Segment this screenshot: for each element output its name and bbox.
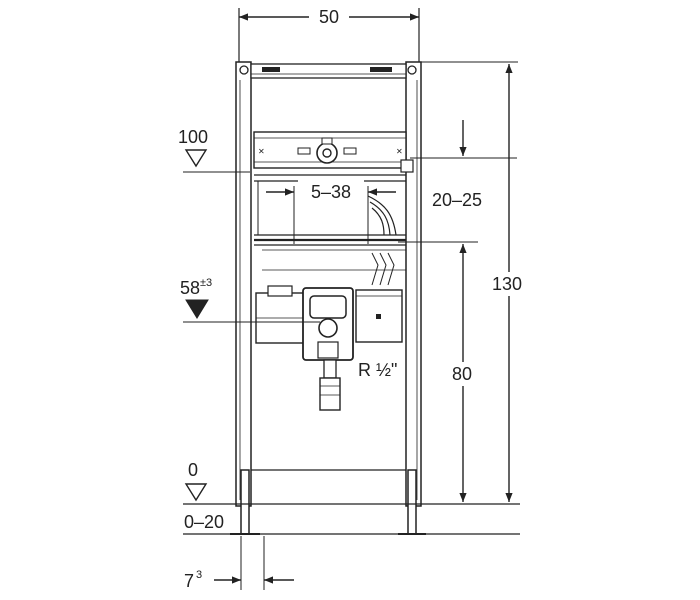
foot-offset-sup: 3 [196,569,202,581]
level-0-triangle-icon [184,483,208,502]
level-100-label: 100 [178,127,208,147]
spacing-label: 5–38 [311,182,351,202]
foot-offset-dimension: 7 3 [184,536,294,591]
connection-label: R ½" [358,360,397,380]
drain-trap: R ½" [302,287,397,411]
level-marker-100: 100 [178,127,208,168]
height-130-label: 130 [492,274,522,294]
top-left-bolt-icon [239,65,249,75]
frame-uprights [230,61,426,535]
height-80-label: 80 [452,364,472,384]
svg-text:✕: ✕ [258,147,265,156]
foot-offset-label: 7 [184,571,194,591]
range-top-label: 20–25 [432,190,482,210]
level-58-triangle-icon [185,299,209,319]
level-0-label: 0 [188,460,198,480]
floor-range-label: 0–20 [184,512,224,532]
level-marker-58: 58 ±3 [180,277,212,319]
width-label: 50 [319,7,339,27]
level-58-tolerance: ±3 [200,277,212,289]
top-crossbar [250,63,407,79]
spacing-dimension: 5–38 [266,180,396,244]
drain-outlet-icon [318,318,338,338]
svg-text:✕: ✕ [396,147,403,156]
level-58-label: 58 [180,278,200,298]
height-130-dimension: 130 [492,64,530,502]
top-right-bolt-icon [407,65,417,75]
height-20-25-dimension: 20–25 [432,120,482,210]
floor-lines [183,469,520,535]
level-lines [183,61,518,323]
level-100-triangle-icon [184,149,208,168]
mounting-plate: ✕ ✕ [253,131,414,173]
width-dimension: 50 [238,6,420,62]
height-80-dimension: 80 [452,244,478,502]
control-box [255,285,403,344]
level-marker-0: 0 0–20 [184,460,224,532]
